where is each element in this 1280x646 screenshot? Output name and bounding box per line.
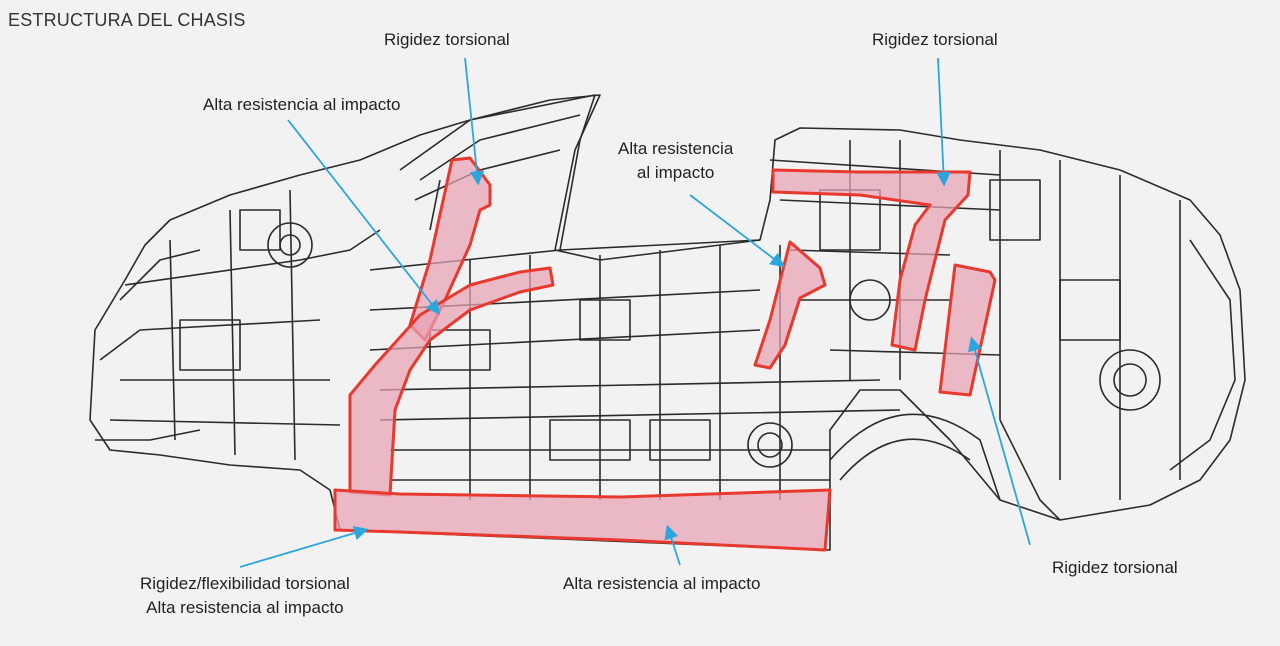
arrow-impact-b	[689, 194, 785, 268]
label-sill-line1: Rigidez/flexibilidad torsional	[140, 574, 350, 593]
diagram-title: ESTRUCTURA DEL CHASIS	[8, 10, 246, 30]
arrow-torsion-c	[968, 336, 1031, 546]
label-impact-c: Alta resistencia al impacto	[563, 574, 761, 593]
label-sill: Rigidez/flexibilidad torsional Alta resi…	[140, 572, 350, 620]
label-impact-b-line2: al impacto	[636, 163, 715, 182]
label-impact-a: Alta resistencia al impacto	[203, 95, 401, 114]
label-torsion-b: Rigidez torsional	[872, 30, 998, 49]
arrow-impact-a	[287, 119, 441, 315]
side-sill-member	[333, 488, 832, 552]
arrow-sill	[239, 526, 369, 568]
arrow-impact-c	[664, 524, 681, 566]
rear-bulkhead-member	[938, 263, 997, 397]
label-impact-b-line1: Alta resistencia	[618, 139, 734, 158]
label-torsion-c: Rigidez torsional	[1052, 558, 1178, 577]
label-impact-b: Alta resistencia al impacto	[618, 137, 733, 185]
highlighted-members	[333, 156, 997, 552]
pointer-arrows	[239, 57, 1031, 568]
arrow-torsion-a	[464, 57, 485, 186]
b-pillar-member	[753, 240, 827, 370]
chassis-line-art	[89, 94, 1246, 551]
label-sill-line2: Alta resistencia al impacto	[146, 598, 344, 617]
label-torsion-a: Rigidez torsional	[384, 30, 510, 49]
arrow-torsion-b	[936, 57, 951, 187]
rear-roll-hoop-member	[771, 168, 972, 352]
